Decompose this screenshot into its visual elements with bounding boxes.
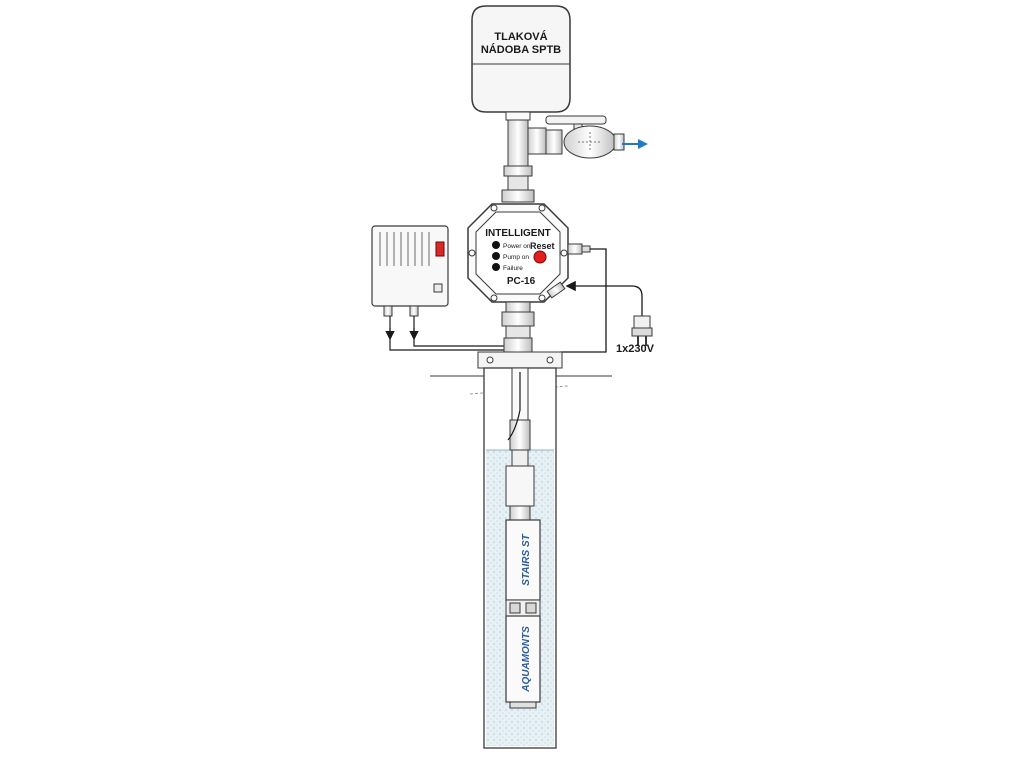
controller-brand: INTELLIGENT [485, 228, 551, 239]
controller-model: PC-16 [507, 276, 536, 287]
pump-intake [505, 599, 541, 617]
failure-led [492, 263, 500, 271]
failure-label: Failure [503, 265, 523, 272]
pump-stage-label: STAIRS ST [521, 533, 532, 585]
power-plug [631, 315, 653, 346]
cable-gland-right [567, 243, 591, 255]
reset-label: Reset [530, 241, 555, 251]
capacitor-box [371, 225, 449, 317]
pump-on-label: Pump on [503, 254, 529, 261]
tank-label-line2: NÁDOBA SPTB [481, 43, 561, 56]
power-cable [560, 248, 643, 353]
tank-label-line1: TLAKOVÁ [494, 30, 547, 43]
pressure-tank: TLAKOVÁ NÁDOBA SPTB [471, 5, 571, 113]
tee-fitting [505, 111, 547, 167]
riser-pipe [505, 367, 535, 521]
power-on-label: Power on [503, 243, 531, 250]
lower-pipe-fittings [501, 301, 535, 353]
cable-gland-lower [546, 281, 566, 299]
pump-stage-section: STAIRS ST [505, 519, 541, 601]
upper-pipe-fittings [501, 165, 535, 203]
power-on-led [492, 241, 500, 249]
pump-motor: AQUAMONTS [505, 615, 541, 709]
ball-valve [545, 115, 625, 159]
power-label: 1x230V [616, 343, 655, 355]
capacitor-cables [385, 316, 520, 351]
reset-button[interactable] [533, 250, 547, 264]
pump-on-led [492, 252, 500, 260]
well-head-plate [477, 351, 563, 369]
outlet-arrow [622, 139, 648, 149]
pump-motor-label: AQUAMONTS [521, 626, 532, 693]
pressure-controller: INTELLIGENT Power on Pump on Failure Res… [467, 203, 569, 303]
